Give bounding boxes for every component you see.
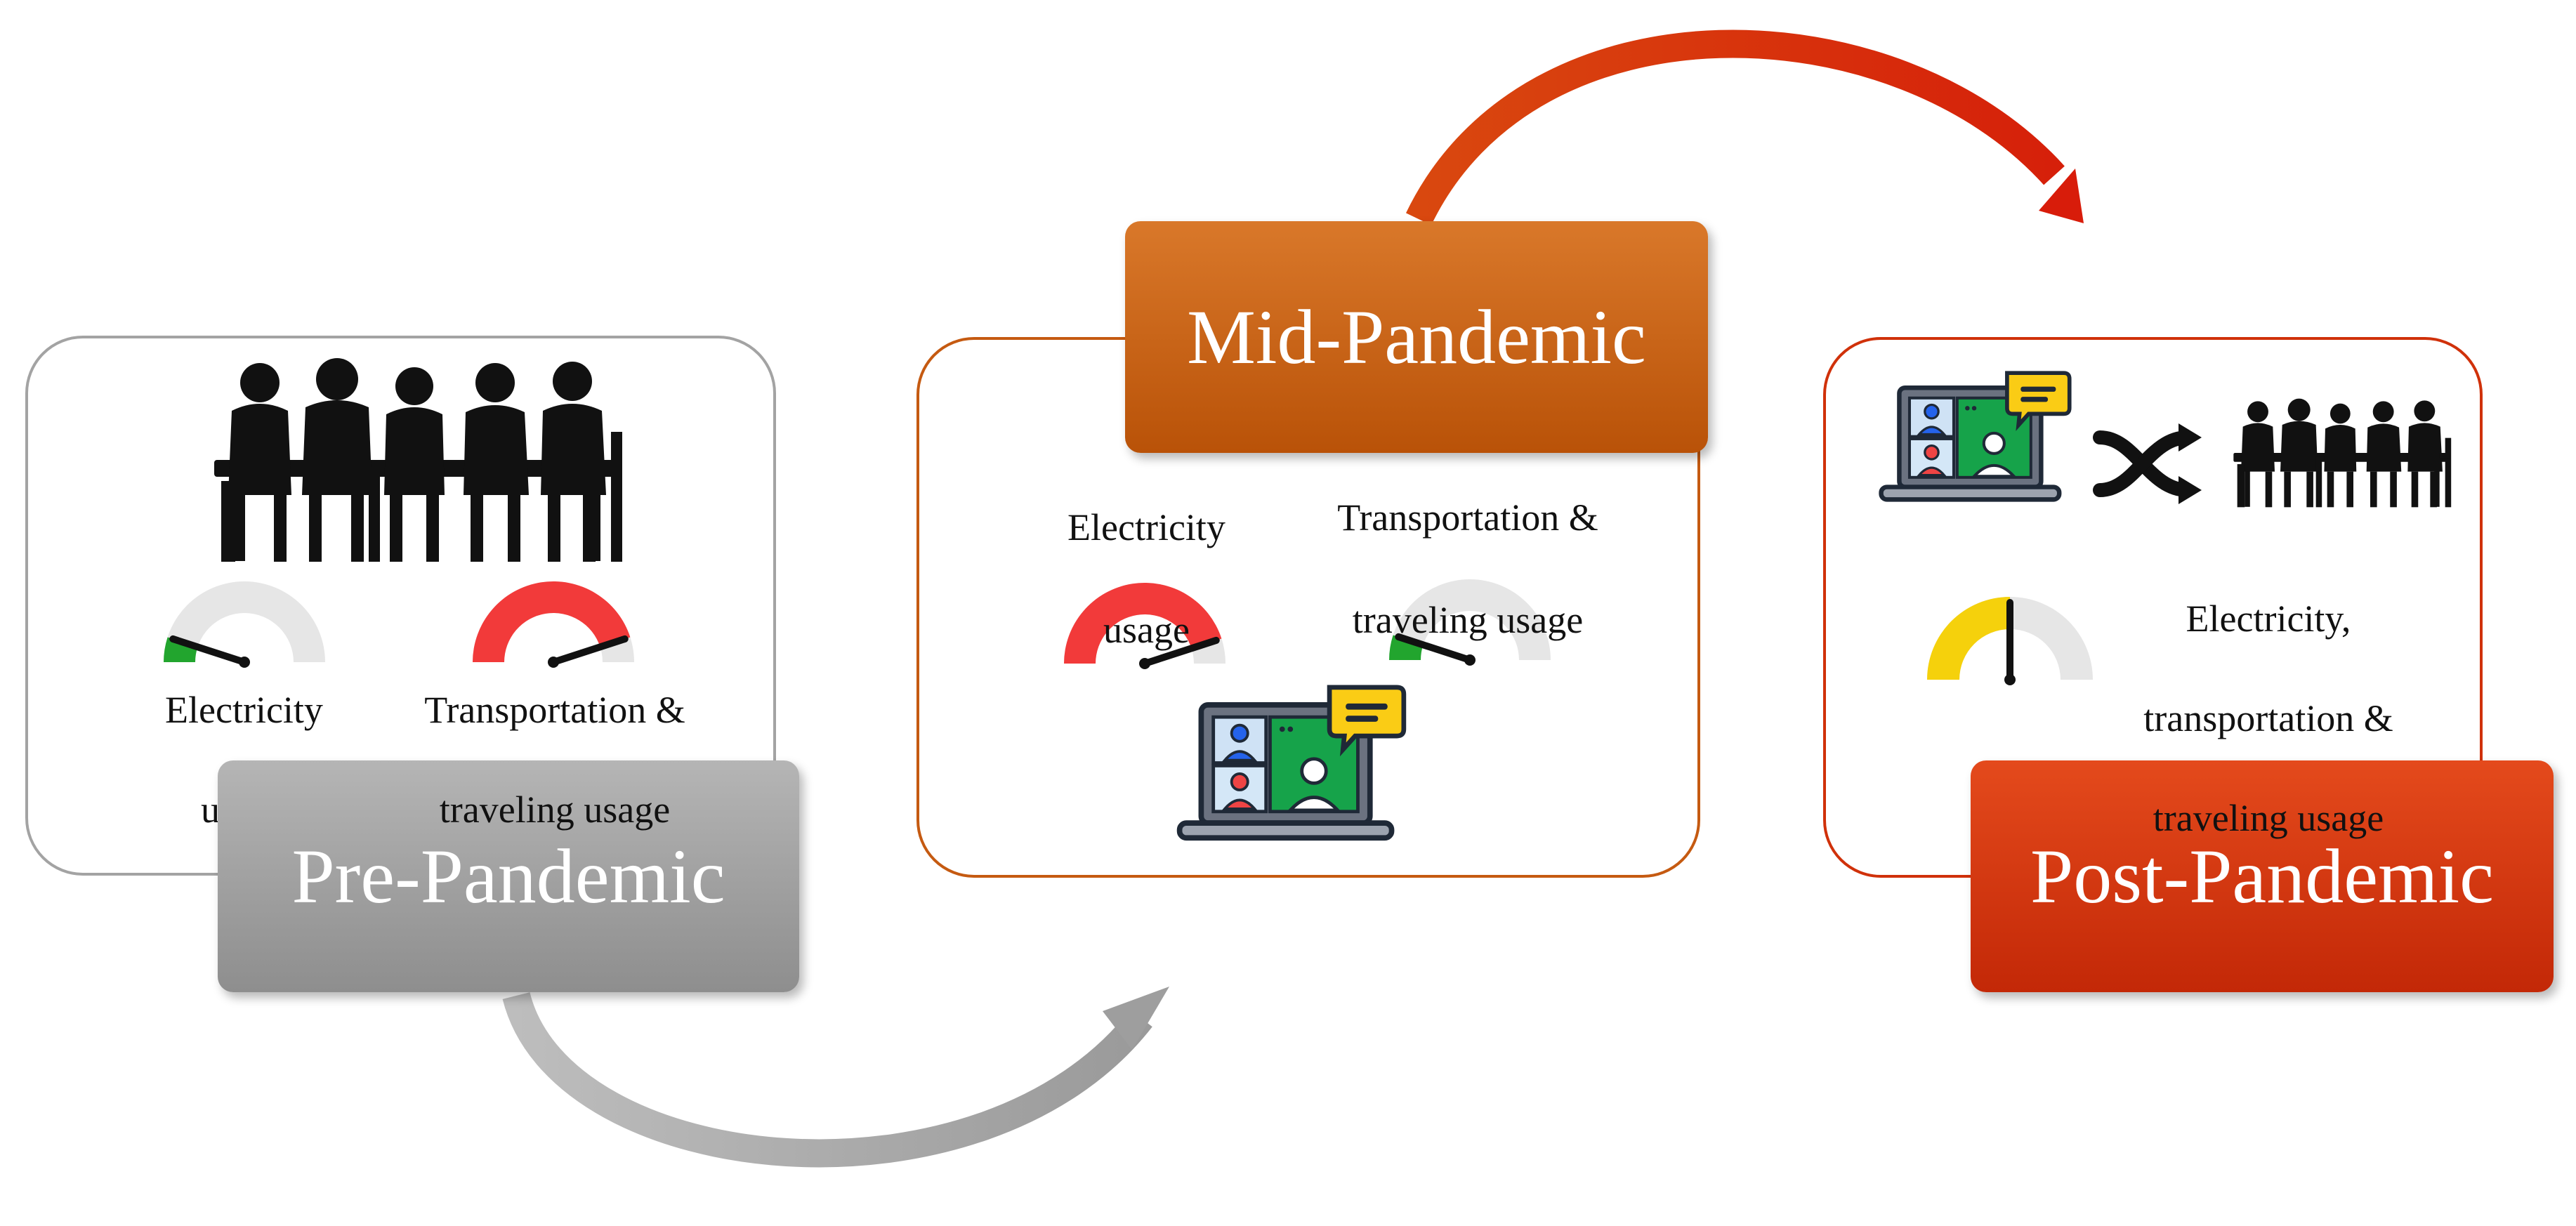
post-gauge-label-2: transportation & [2143, 697, 2393, 739]
mid-transport-label: Transportation & [1337, 496, 1598, 539]
post-gauge-label-3: traveling usage [2153, 797, 2384, 839]
mid-pandemic-title: Mid-Pandemic [1125, 221, 1708, 453]
gauge-hub [1139, 658, 1150, 669]
gauge-hub [2004, 674, 2016, 685]
mid-to-post-arrow [1405, 29, 2065, 225]
laptop-video-call-icon [1881, 373, 2070, 499]
gauge-fill [1064, 582, 1222, 664]
pre-to-mid-arrowhead [1103, 987, 1169, 1050]
post-gauge-label-1: Electricity, [2186, 598, 2351, 640]
mid-electricity-label-2: usage [1103, 609, 1190, 651]
gauge-fill [1927, 597, 2010, 680]
gauge-hub [548, 657, 559, 668]
gauge-hub [239, 657, 250, 668]
gauge-track [1389, 579, 1551, 660]
mid-to-post-arrowhead [2039, 169, 2084, 223]
mid-transport-gauge [1389, 579, 1551, 666]
gauge-needle [1141, 636, 1220, 667]
gauge-fill [164, 637, 198, 662]
pre-to-mid-arrow [502, 991, 1152, 1168]
gauge-track [164, 581, 325, 662]
pre-pandemic-title: Pre-Pandemic [218, 760, 799, 992]
laptop-video-call-icon [1180, 687, 1404, 838]
post-combined-gauge [1927, 597, 2093, 685]
shuffle-arrows-icon [2093, 423, 2202, 504]
pre-electricity-gauge [164, 581, 325, 668]
pre-transport-gauge [473, 581, 634, 668]
gauge-needle [169, 635, 248, 666]
mid-electricity-label: Electricity [1067, 506, 1225, 548]
gauge-needle [550, 635, 629, 666]
pre-transport-label: Transportation & [424, 689, 685, 731]
gauge-hub [1464, 654, 1476, 666]
gauge-fill [1389, 635, 1424, 660]
pre-transport-label-2: traveling usage [439, 789, 671, 831]
pre-electricity-label: Electricity [165, 689, 323, 731]
mid-transport-label-2: traveling usage [1352, 599, 1584, 641]
gauge-needle [1395, 633, 1473, 664]
post-pandemic-title: Post-Pandemic [1971, 760, 2554, 992]
mid-electricity-gauge [1064, 582, 1225, 669]
gauge-fill [473, 581, 631, 662]
